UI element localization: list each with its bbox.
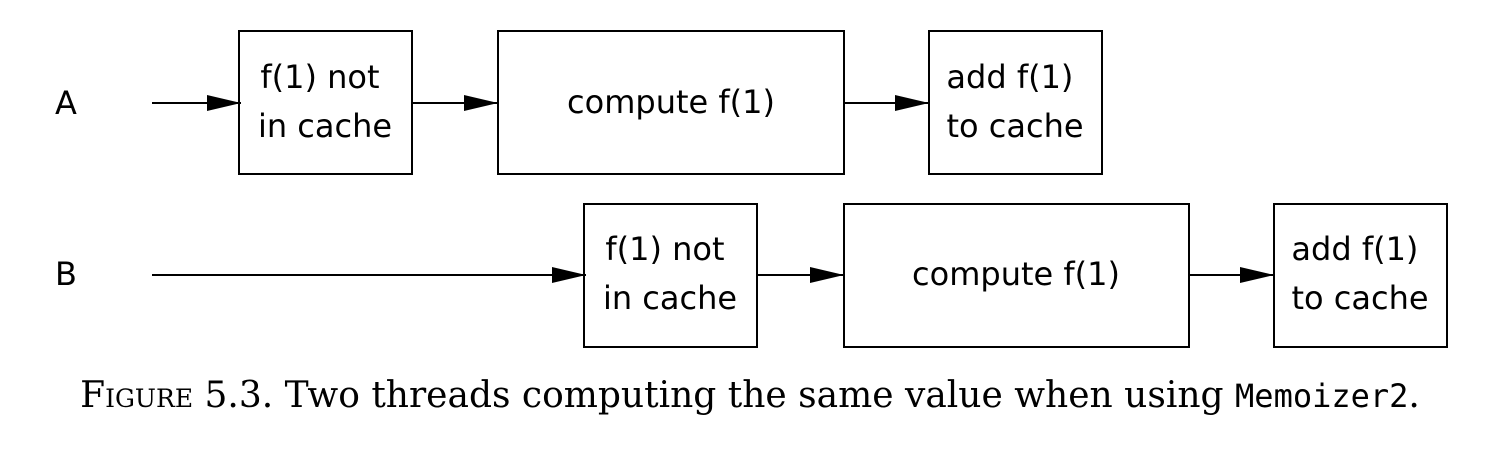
caption-text: Two threads computing the same value whe… xyxy=(273,375,1236,416)
thread-b-cache-miss-box xyxy=(583,203,758,348)
thread-b-add-box xyxy=(1273,203,1448,348)
thread-a-label: A xyxy=(55,84,77,122)
thread-b-cache-miss-line1: f(1) not xyxy=(605,230,724,268)
svg-text:add f(1) to cache: add f(1) to cache xyxy=(1291,230,1428,317)
thread-a-cache-miss-box xyxy=(238,30,413,175)
thread-b-cache-miss-line2: in cache xyxy=(603,279,737,317)
caption-code: Memoizer2 xyxy=(1235,377,1409,415)
thread-a-add-box xyxy=(928,30,1103,175)
svg-text:f(1) not in cache: f(1) not in cache xyxy=(258,58,392,145)
thread-b-label: B xyxy=(55,255,77,293)
thread-a-cache-miss-line1: f(1) not xyxy=(260,58,379,96)
thread-b-add-line1: add f(1) xyxy=(1291,230,1418,268)
thread-b-add-line2: to cache xyxy=(1291,279,1428,317)
svg-text:f(1) not in cache: f(1) not in cache xyxy=(603,230,737,317)
caption-end: . xyxy=(1408,375,1420,416)
thread-b-compute-text: compute f(1) xyxy=(912,255,1120,293)
thread-a-add-line1: add f(1) xyxy=(946,58,1073,96)
thread-a-cache-miss-line2: in cache xyxy=(258,107,392,145)
thread-a-compute-text: compute f(1) xyxy=(567,83,775,121)
figure-caption: Figure 5.3. Two threads computing the sa… xyxy=(0,372,1500,420)
thread-a-add-line2: to cache xyxy=(946,107,1083,145)
figure-label: Figure 5.3. xyxy=(80,375,274,416)
svg-text:add f(1) to cache: add f(1) to cache xyxy=(946,58,1083,145)
memoizer-timing-diagram: A f(1) not in cache compute f(1) add f(1… xyxy=(55,30,1448,348)
